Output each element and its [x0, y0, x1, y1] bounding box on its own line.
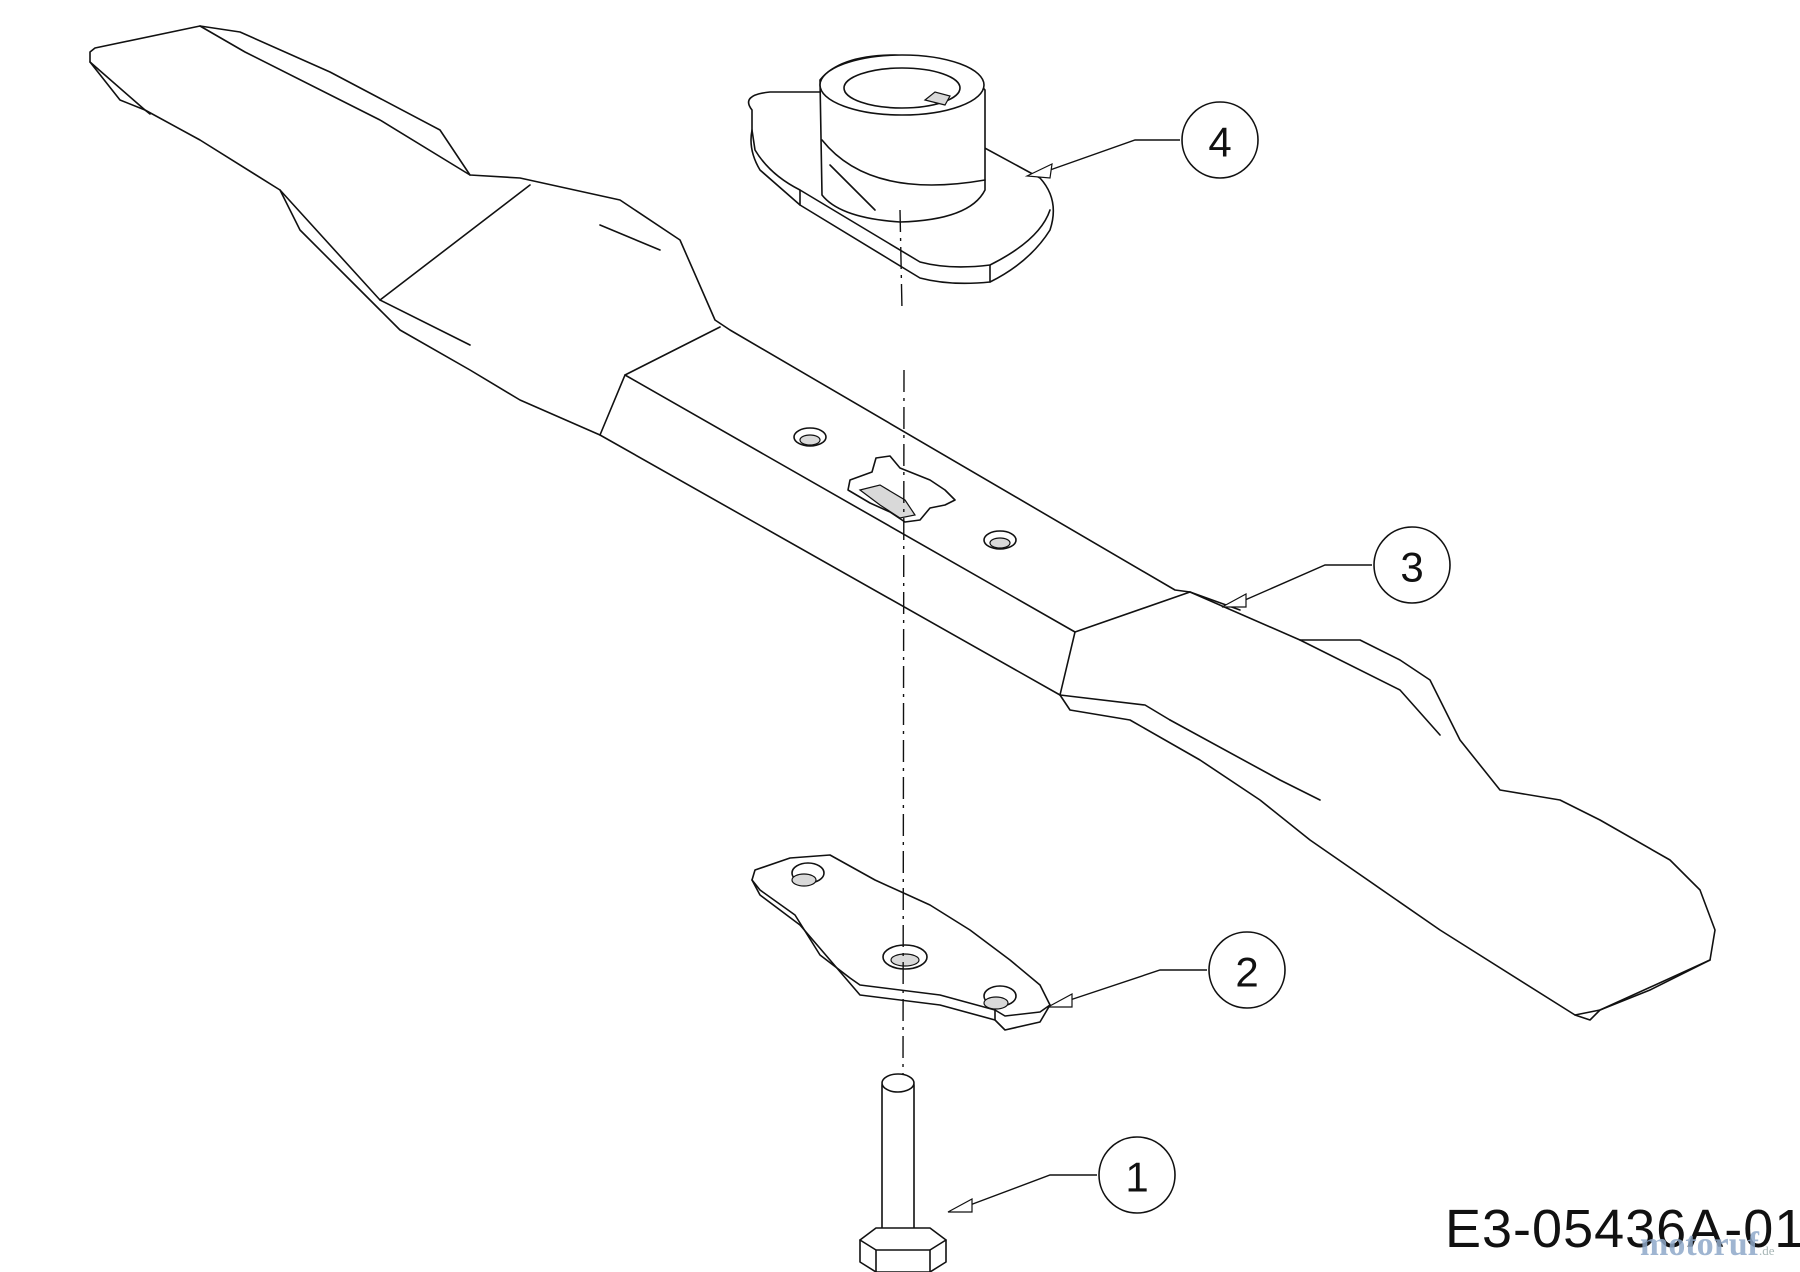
mower-blade	[89, 25, 1716, 1021]
callout-3: 3	[1221, 526, 1451, 608]
callout-3-arrowhead	[1221, 592, 1247, 608]
assembly-axis-upper	[899, 209, 903, 311]
callout-4-arrowhead	[1024, 162, 1053, 179]
callout-1-arrowhead	[947, 1197, 973, 1213]
callout-4: 4	[1024, 101, 1259, 179]
drawing-code-label: E3-05436A-01	[1445, 1199, 1800, 1259]
svg-text:4: 4	[1208, 119, 1231, 166]
bolt	[859, 1073, 947, 1272]
callout-2-arrowhead	[1047, 992, 1073, 1008]
blade-adapter	[747, 54, 1055, 285]
callout-2: 2	[1047, 931, 1286, 1009]
svg-text:3: 3	[1400, 544, 1423, 591]
watermark-text: motoruf	[1640, 1226, 1759, 1263]
blade-center-hole	[847, 455, 956, 523]
watermark-logo: motoruf.de	[1640, 1226, 1775, 1264]
svg-text:1: 1	[1125, 1154, 1148, 1201]
callout-1: 1	[947, 1136, 1176, 1214]
svg-text:2: 2	[1235, 949, 1258, 996]
blade-stiffener-plate	[751, 854, 1051, 1031]
assembly-axis-lower	[902, 369, 905, 1076]
watermark-suffix: .de	[1758, 1243, 1775, 1258]
